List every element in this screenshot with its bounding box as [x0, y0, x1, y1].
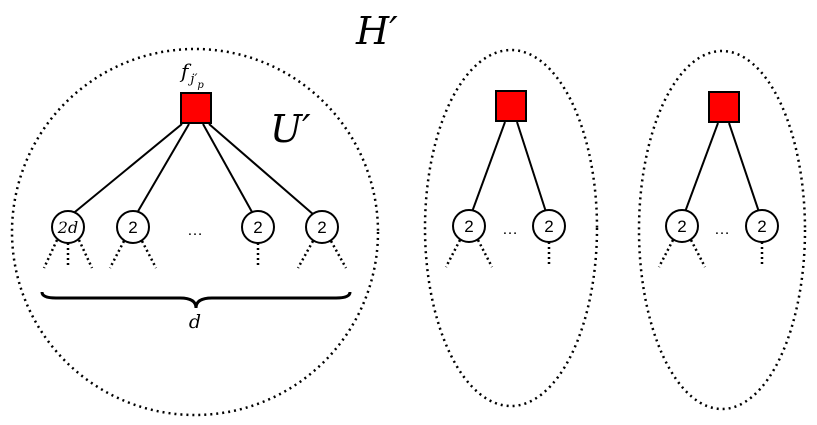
component-boundary: [637, 49, 807, 411]
svg-text:2: 2: [317, 218, 326, 237]
svg-text:2d: 2d: [57, 218, 78, 237]
ellipsis: …: [187, 222, 203, 239]
group-right: 2 … 2: [637, 49, 807, 411]
svg-text:2: 2: [544, 217, 553, 236]
variable-node: 2: [241, 210, 275, 244]
svg-text:2: 2: [677, 217, 686, 236]
outgoing-edges: [444, 239, 551, 268]
outgoing-edges: [657, 239, 764, 268]
variable-node: 2: [452, 209, 486, 243]
variable-node: 2: [116, 210, 150, 244]
curly-brace: [40, 291, 352, 309]
ellipsis: …: [502, 221, 518, 238]
svg-text:2: 2: [128, 218, 137, 237]
component-boundary: [423, 48, 599, 408]
graph-label: H′: [355, 9, 398, 53]
svg-text:2: 2: [253, 218, 262, 237]
factor-node: [180, 92, 212, 124]
variable-node: 2: [532, 209, 566, 243]
component-boundary: [10, 47, 380, 417]
variable-node: 2: [745, 209, 779, 243]
group-middle: 2 … 2: [423, 48, 599, 408]
outgoing-edges: [42, 239, 348, 269]
factor-edges: [471, 121, 547, 213]
factor-edges: [69, 123, 315, 217]
factor-node: [708, 91, 740, 123]
ellipsis: …: [714, 221, 730, 238]
factor-node: [495, 90, 527, 122]
svg-text:2: 2: [757, 217, 766, 236]
variable-node: 2: [305, 210, 339, 244]
variable-node: 2d: [51, 210, 85, 244]
brace-label: d: [189, 311, 201, 333]
factor-edges: [684, 122, 760, 213]
svg-text:2: 2: [464, 217, 473, 236]
component-label: U′: [270, 107, 311, 151]
variable-node: 2: [665, 209, 699, 243]
